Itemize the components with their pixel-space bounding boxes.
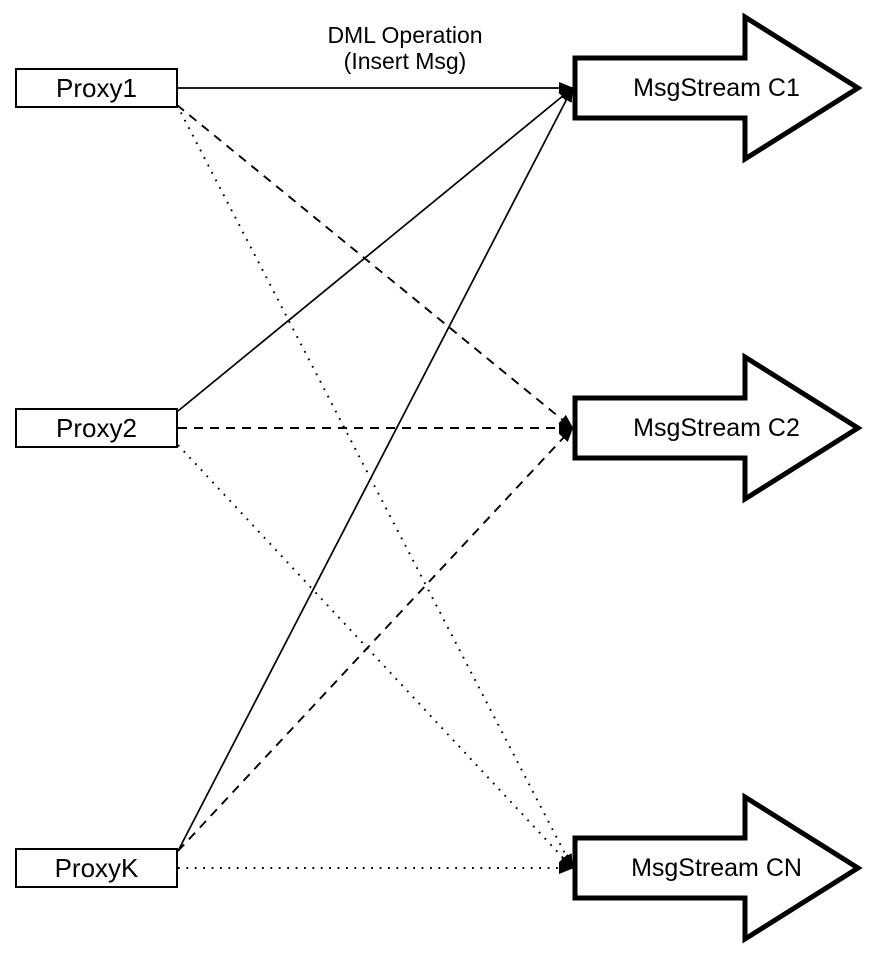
edge-proxy2-cn bbox=[177, 444, 574, 870]
edge-group bbox=[176, 82, 574, 874]
proxy2-node: Proxy2 bbox=[15, 408, 178, 448]
msgstream-c1-arrow-shape bbox=[572, 12, 863, 164]
edge-proxy1-c2 bbox=[176, 104, 574, 429]
edge-proxy2-c1 bbox=[177, 87, 574, 412]
proxy1-node: Proxy1 bbox=[15, 68, 178, 108]
proxy1-label: Proxy1 bbox=[56, 73, 137, 103]
proxy2-label: Proxy2 bbox=[56, 413, 137, 443]
proxyk-label: ProxyK bbox=[54, 853, 139, 883]
proxyk-node: ProxyK bbox=[15, 848, 178, 888]
annotation-line-2: (Insert Msg) bbox=[343, 48, 467, 74]
edge-proxy1-cn bbox=[176, 104, 574, 870]
annotation-line-1: DML Operation bbox=[327, 22, 483, 48]
msgstream-cn-arrow-shape bbox=[572, 792, 863, 944]
edge-proxyk-c2 bbox=[177, 426, 574, 852]
msgstream-c2-arrow-shape bbox=[572, 352, 863, 504]
edge-proxyk-c1 bbox=[177, 86, 574, 852]
edge-annotation: DML Operation (Insert Msg) bbox=[295, 22, 515, 74]
